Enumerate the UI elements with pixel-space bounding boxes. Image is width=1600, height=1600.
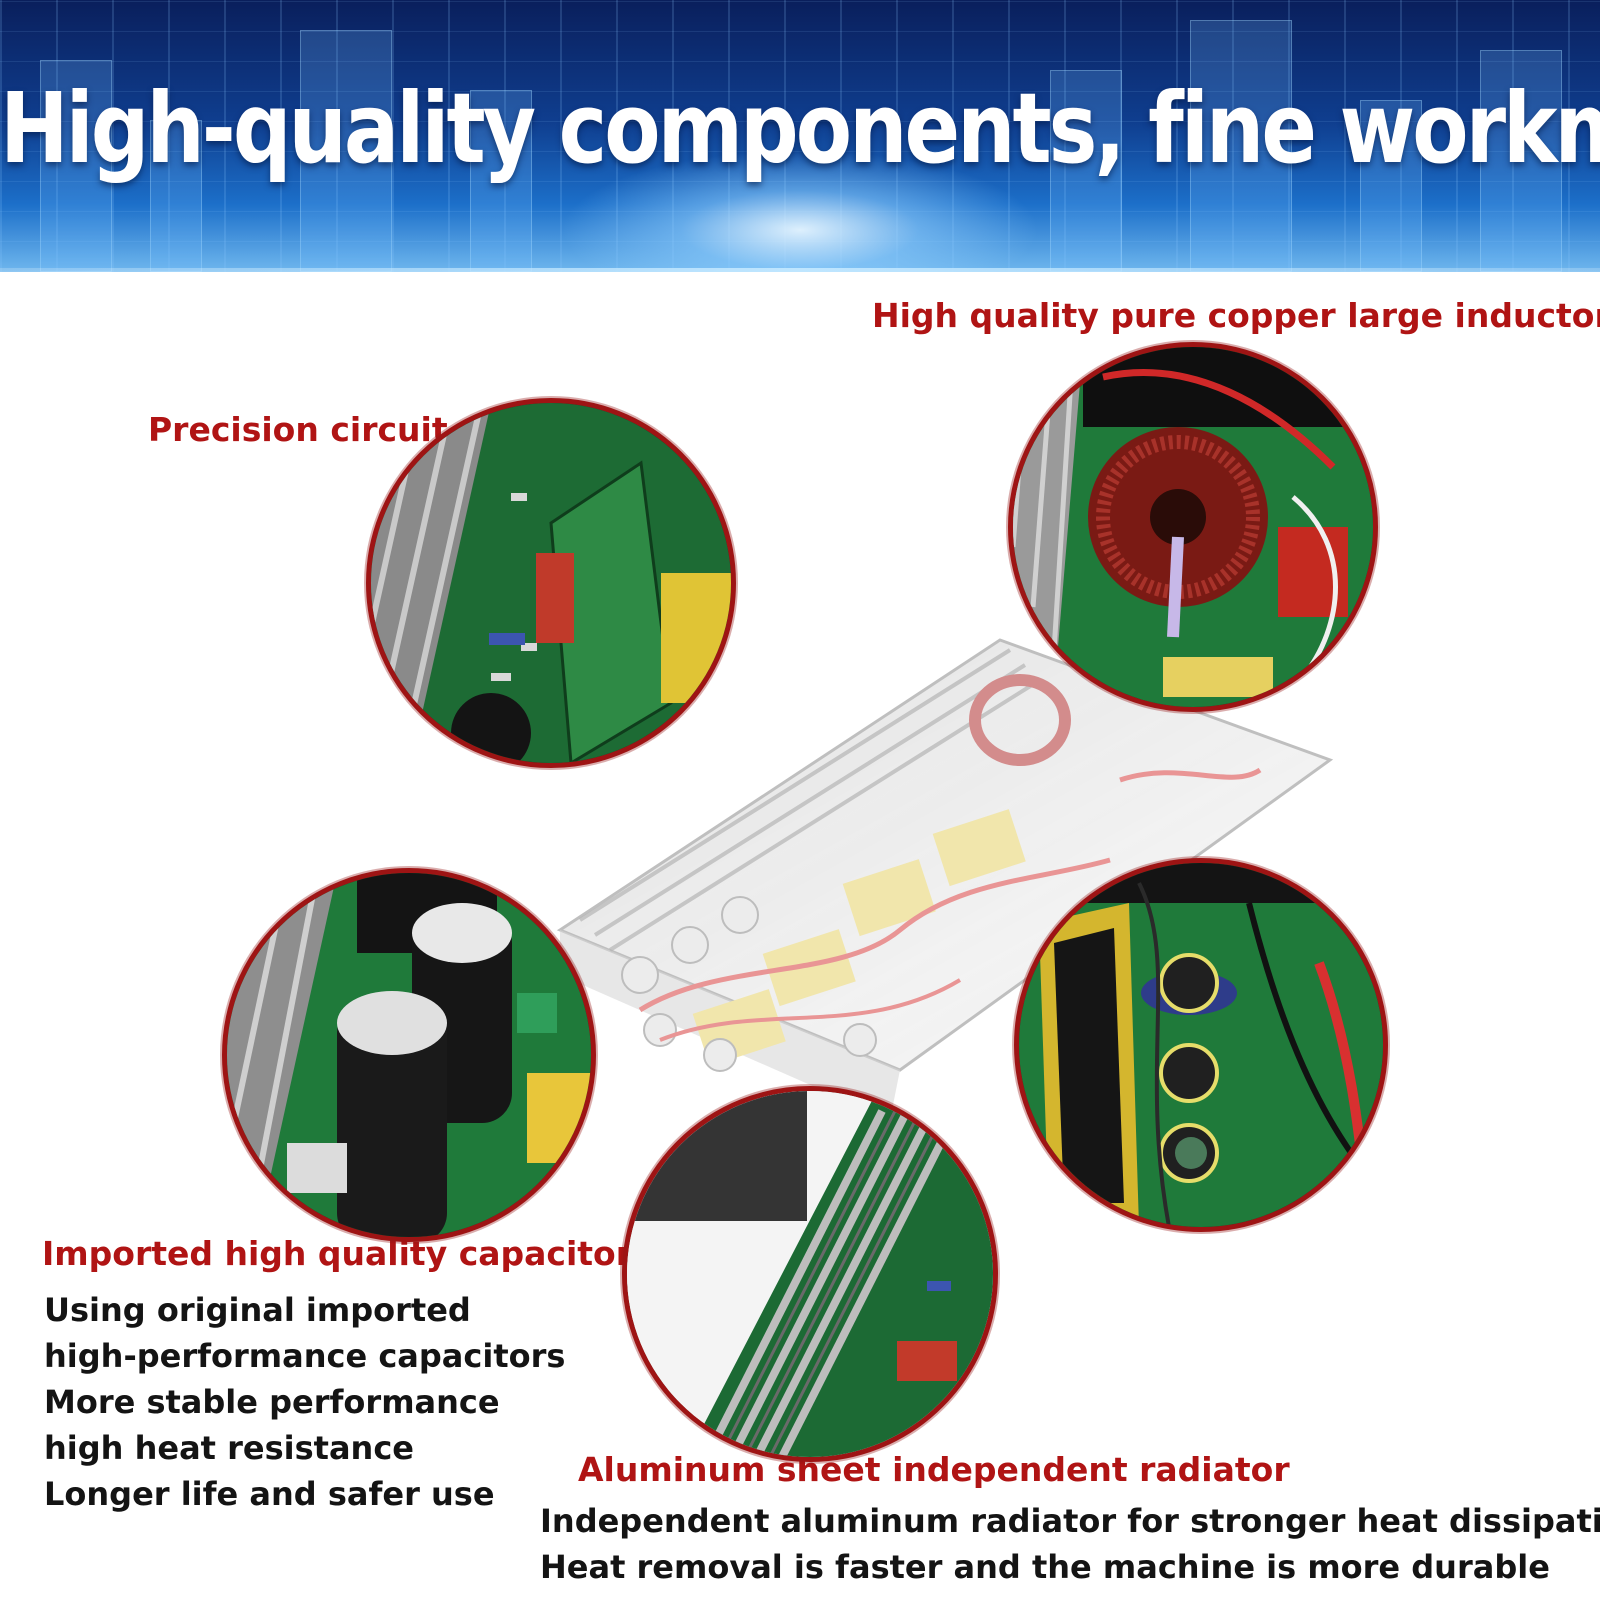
description-line: Independent aluminum radiator for strong… [540,1502,1600,1540]
banner-tower [1360,100,1422,272]
capacitors-label: Imported high quality capacitors [42,1234,652,1273]
banner-tower [1050,70,1122,272]
description-line: high-performance capacitors [44,1337,566,1375]
copper-inductor-detail-image [1008,342,1378,712]
control-board-detail-image [1014,858,1388,1232]
header-banner: High-quality components, fine workmanshi… [0,0,1600,272]
banner-divider [0,268,1600,272]
banner-tower [300,30,392,272]
description-line: More stable performance [44,1383,500,1421]
precision-circuit-detail-image [366,398,736,768]
banner-light-glow [560,150,1040,272]
description-line: high heat resistance [44,1429,414,1467]
description-line: Longer life and safer use [44,1475,495,1513]
copper-inductor-label: High quality pure copper large inductor [872,296,1600,335]
banner-tower [1190,20,1292,272]
description-line: Using original imported [44,1291,471,1329]
radiator-description: Independent aluminum radiator for strong… [540,1498,1600,1590]
banner-tower [150,120,202,272]
description-line: Heat removal is faster and the machine i… [540,1548,1550,1586]
banner-tower [40,60,112,272]
radiator-label: Aluminum sheet independent radiator [578,1450,1290,1489]
banner-tower [1480,50,1562,272]
page-title: High-quality components, fine workmanshi… [0,73,1600,186]
precision-circuit-label: Precision circuit [148,410,448,449]
capacitors-detail-image [222,868,596,1242]
aluminum-radiator-detail-image [622,1086,998,1462]
capacitors-description: Using original imported high-performance… [44,1287,565,1517]
